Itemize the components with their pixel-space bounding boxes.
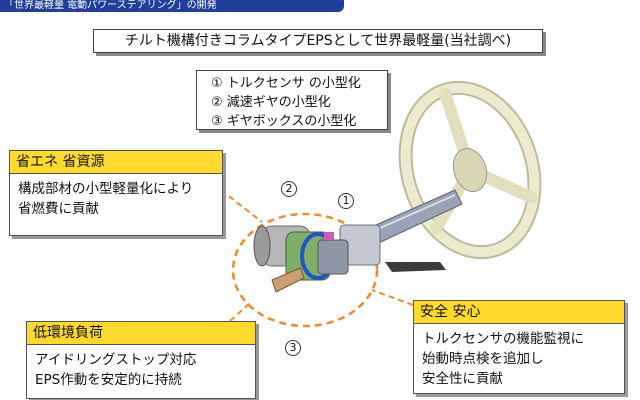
callout-safety-line-2: 始動時点検を追加し [422,351,544,367]
callout-safety-line-1: トルクセンサの機能監視に [422,331,584,347]
point-gearbox: ③ ギヤボックスの小型化 [211,114,357,129]
connector-safety [371,289,414,306]
callout-environment-line-2: EPS作動を安定的に持続 [35,372,182,388]
point-torque-sensor: ① トルクセンサ の小型化 [211,76,361,91]
improvement-points-box: ① トルクセンサ の小型化 ② 減速ギヤの小型化 ③ ギヤボックスの小型化 [196,70,388,130]
callout-resource-saving: 省エネ 省資源 構成部材の小型軽量化により 省燃費に貢献 [9,150,223,236]
callout-safety: 安全 安心 トルクセンサの機能監視に 始動時点検を追加し 安全性に貢献 [413,300,625,394]
headline-box: チルト機構付きコラムタイプEPSとして世界最軽量(当社調べ) [93,29,543,53]
output-shaft [271,267,305,293]
callout-low-environment: 低環境負荷 アイドリングストップ対応 EPS作動を安定的に持続 [26,321,256,399]
page-title-bar: 「世界最軽量 電動パワーステアリング」の開発 [0,0,344,12]
connector-resource [220,189,263,223]
marker-1: 1 [338,193,354,209]
callout-environment-line-1: アイドリングストップ対応 [35,352,197,368]
callout-safety-line-3: 安全性に貢献 [422,371,503,387]
callout-safety-title: 安全 安心 [414,301,624,324]
tilt-lever [385,262,446,272]
callout-environment-title: 低環境負荷 [27,322,255,345]
highlight-ring [231,212,379,328]
point-reduction-gear: ② 減速ギヤの小型化 [211,95,331,110]
callout-resource-line-2: 省燃費に貢献 [18,201,99,217]
connector-environment [229,302,251,322]
marker-3: 3 [285,340,301,356]
callout-resource-title: 省エネ 省資源 [10,151,222,174]
callout-resource-line-1: 構成部材の小型軽量化により [18,181,194,197]
steering-wheel [398,80,542,260]
marker-2: 2 [281,181,297,197]
